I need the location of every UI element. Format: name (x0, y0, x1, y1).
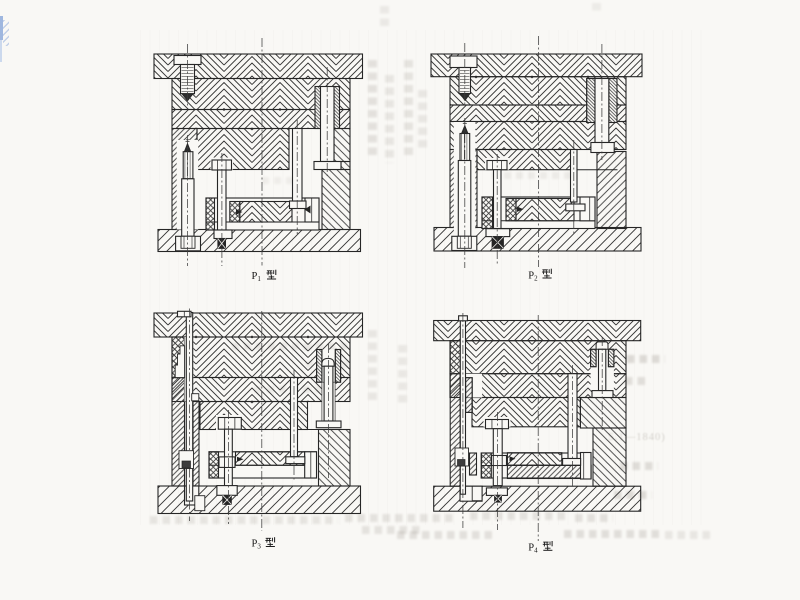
svg-text:P4: P4 (528, 543, 538, 555)
svg-text:P3: P3 (252, 539, 262, 551)
svg-text:P2: P2 (528, 271, 538, 283)
svg-text:P1: P1 (252, 271, 262, 283)
